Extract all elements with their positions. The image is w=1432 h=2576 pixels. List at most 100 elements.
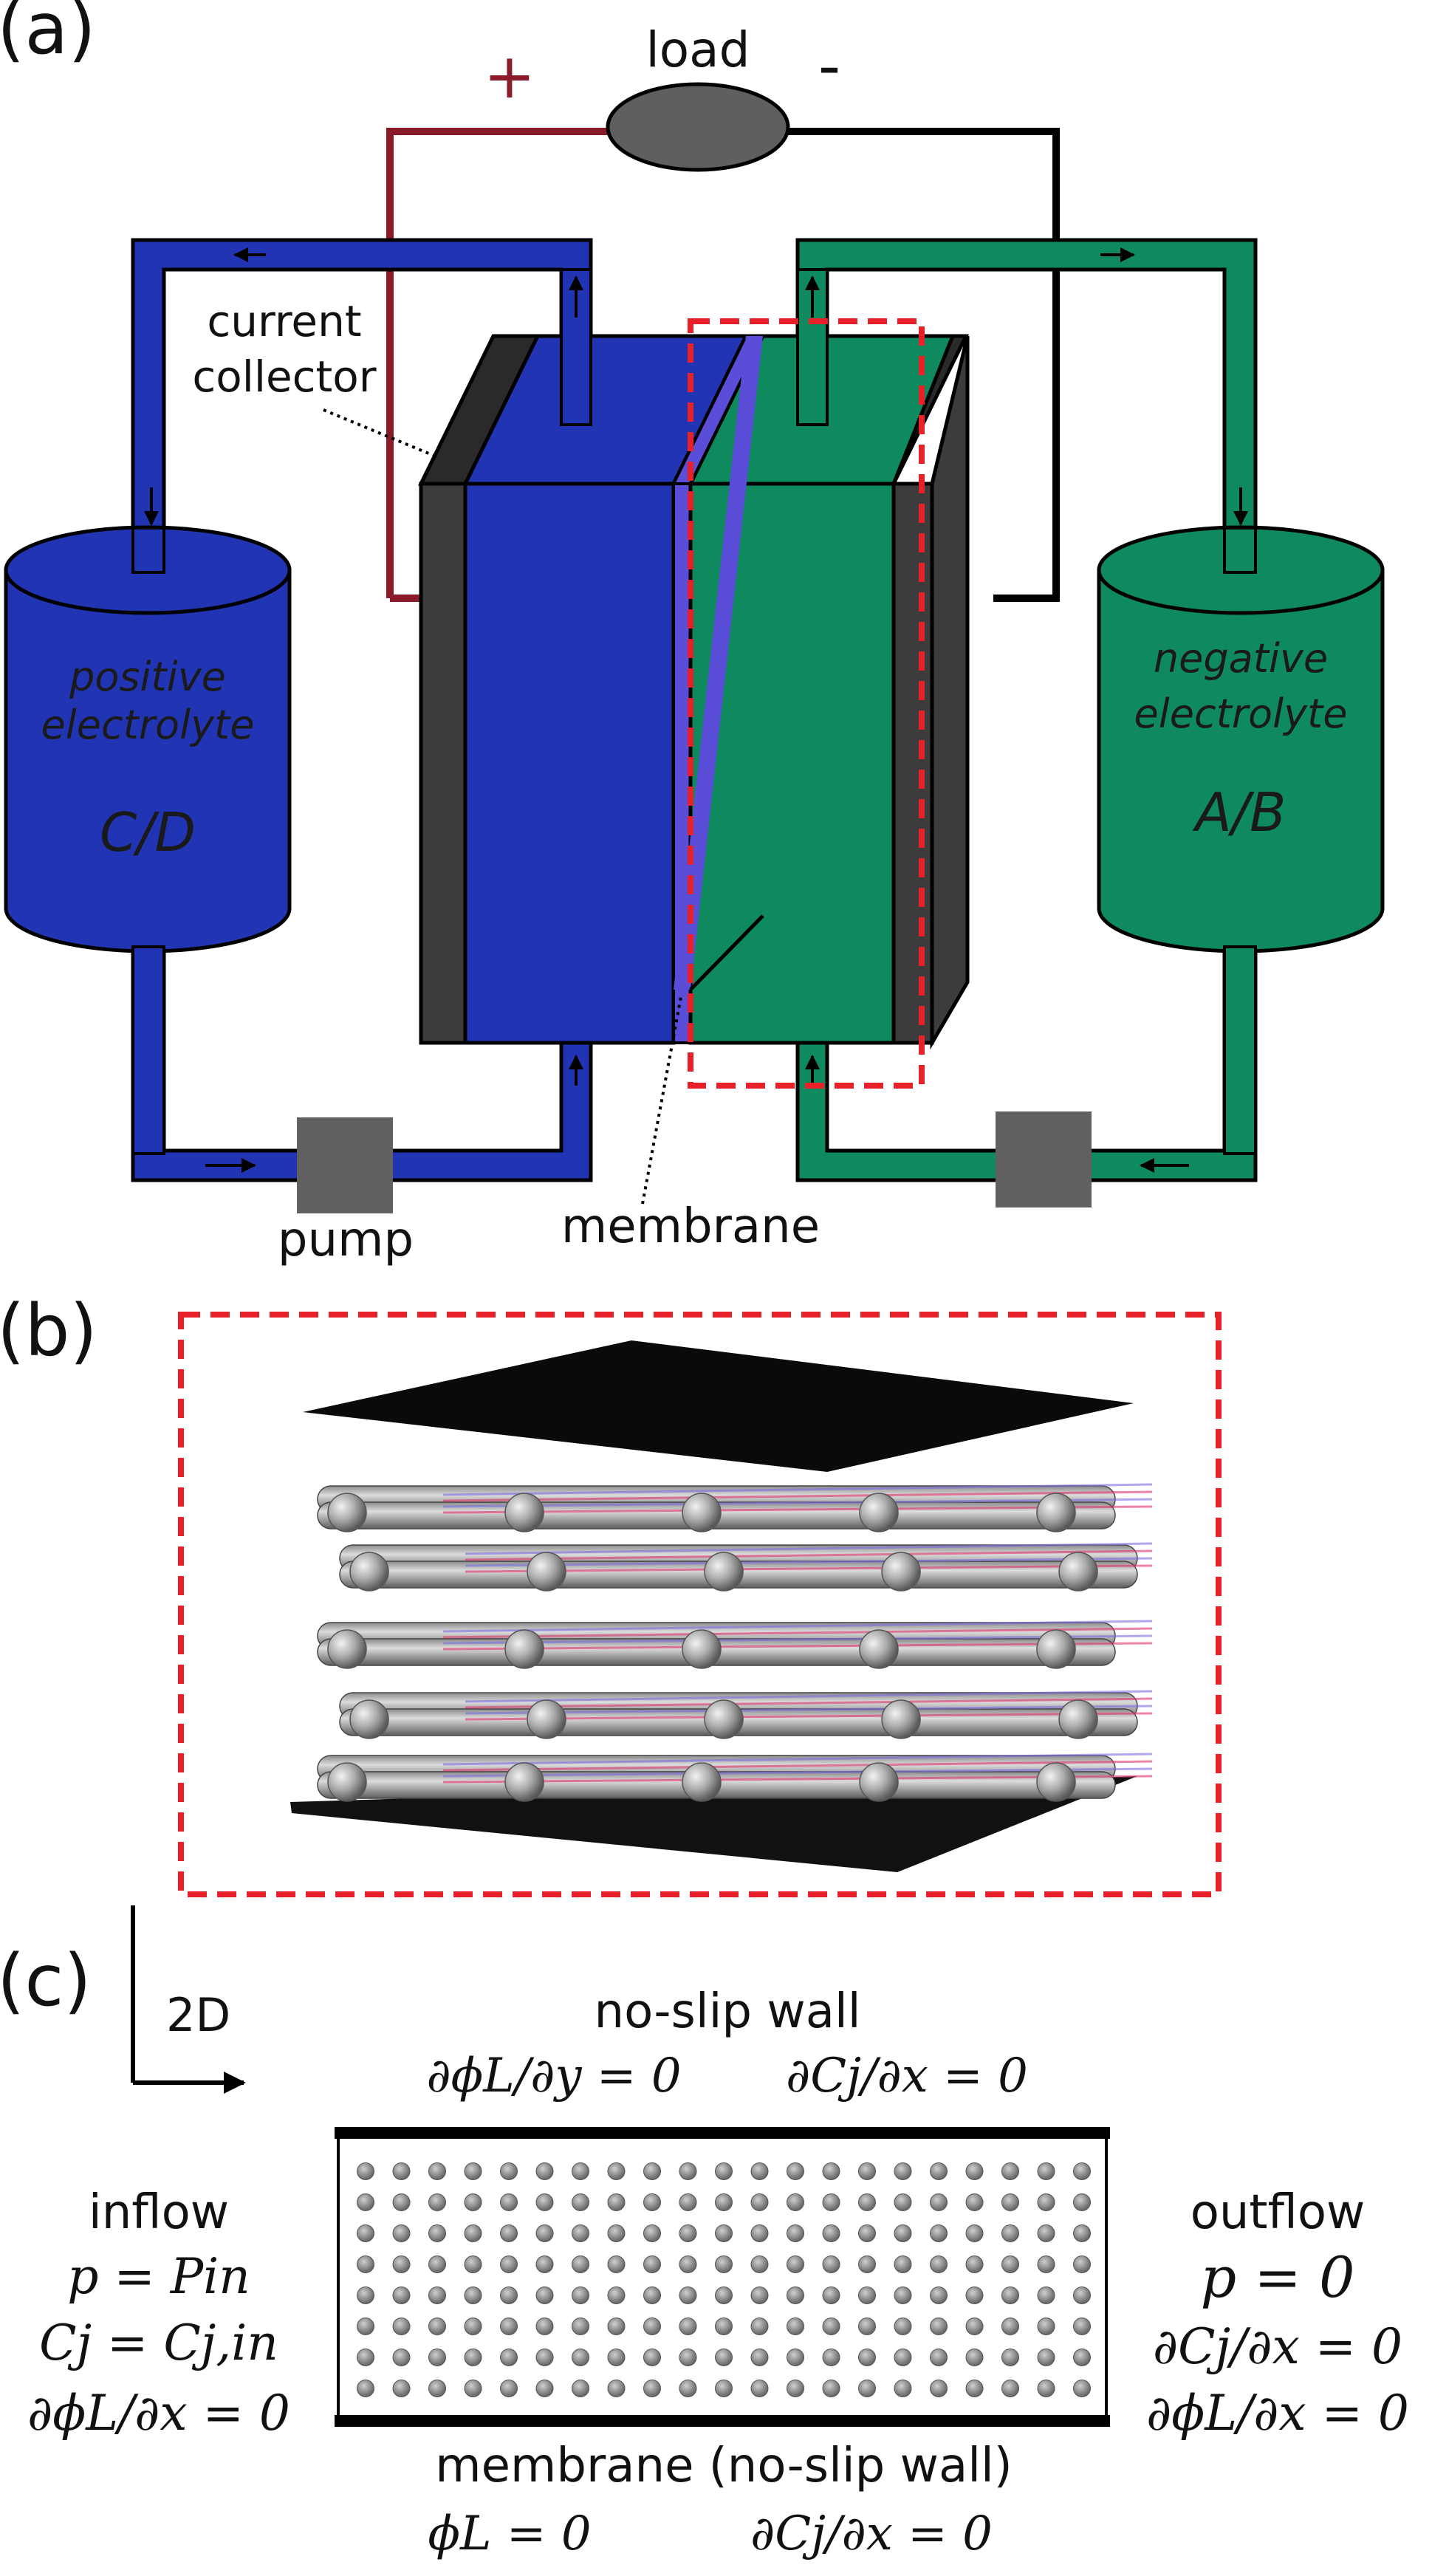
fiber-dot [930, 2318, 948, 2335]
fiber-dot [750, 2286, 769, 2304]
fiber-dot [1001, 2224, 1019, 2242]
fiber-end [1036, 1493, 1076, 1532]
fiber-dot [535, 2380, 554, 2397]
fiber-dot [930, 2193, 948, 2211]
fiber-dot [643, 2255, 661, 2273]
fiber-dot [464, 2380, 482, 2397]
highlight-box-a [688, 318, 925, 1089]
fiber-end [881, 1699, 921, 1739]
fiber-dot [750, 2255, 769, 2273]
fiber-dot [930, 2349, 948, 2366]
fiber-end [859, 1493, 899, 1532]
fiber-dot [428, 2193, 446, 2211]
fiber-dot [965, 2162, 984, 2180]
fiber-dot [464, 2193, 482, 2211]
minus-sign: - [818, 30, 840, 102]
fiber-dot [643, 2380, 661, 2397]
fiber-dot [357, 2318, 374, 2335]
top-bc-2: ∂Cj/∂x = 0 [786, 2049, 1028, 2103]
fiber-dot [572, 2193, 589, 2211]
fiber-dot [464, 2224, 482, 2242]
fiber-dot [930, 2380, 948, 2397]
fiber-dot [1073, 2318, 1091, 2335]
streamline [442, 1483, 1153, 1496]
streamline [442, 1634, 1153, 1645]
fiber-dot [858, 2224, 876, 2242]
fiber-dot [787, 2318, 804, 2335]
fiber-dot [1073, 2349, 1091, 2366]
fiber-dot [822, 2255, 840, 2273]
fiber-dot [572, 2162, 589, 2180]
fiber-dot [428, 2224, 446, 2242]
fiber-dot [1001, 2255, 1019, 2273]
fiber-end [704, 1699, 744, 1739]
streamline [442, 1775, 1153, 1784]
outflow-bc-1: p = 0 [1201, 2244, 1355, 2310]
carbon-fiber-layers [317, 1483, 1153, 1802]
fiber-dot [787, 2349, 804, 2366]
fiber-dot [894, 2255, 912, 2273]
fiber-end [1036, 1762, 1076, 1802]
left-current-collector [419, 482, 467, 1045]
fiber-dot [894, 2380, 912, 2397]
fiber-dot [787, 2380, 804, 2397]
bottom-bc-2: ∂Cj/∂x = 0 [750, 2507, 993, 2561]
fiber-grid [357, 2162, 1091, 2397]
streamline [465, 1564, 1153, 1573]
fiber-dot [965, 2193, 984, 2211]
fiber-end [682, 1493, 722, 1532]
fiber-dot [607, 2255, 626, 2273]
fiber-dot [894, 2162, 912, 2180]
streamline [465, 1690, 1153, 1703]
fiber-dot [965, 2380, 984, 2397]
fiber-dot [858, 2286, 876, 2304]
fiber-dot [643, 2162, 661, 2180]
outflow-bc-2: ∂Cj/∂x = 0 [1153, 2318, 1402, 2375]
current-collector-label-1: current [207, 296, 361, 346]
fiber-dot [607, 2349, 626, 2366]
fiber-dot [679, 2193, 697, 2211]
fiber-end [527, 1699, 566, 1739]
bottom-wall-label: membrane (no-slip wall) [435, 2439, 1012, 2493]
right-current-collector [891, 482, 934, 1045]
negative-electrolyte-tank: negative electrolyte A/B [1097, 525, 1385, 1155]
right-tank-line1: negative [1154, 635, 1328, 682]
fiber-dot [715, 2162, 733, 2180]
membrane-label: membrane [561, 1199, 820, 1254]
fiber-dot [822, 2286, 840, 2304]
fiber-dot [428, 2380, 446, 2397]
membrane-edge [689, 914, 764, 991]
left-pump [297, 1117, 393, 1213]
fiber-dot [357, 2193, 374, 2211]
positive-electrolyte-tank: positive electrolyte C/D [4, 525, 292, 1155]
fiber-dot [1001, 2318, 1019, 2335]
fiber-dot [822, 2349, 840, 2366]
fiber-dot [679, 2349, 697, 2366]
fiber-dot [643, 2224, 661, 2242]
fiber-end [682, 1629, 722, 1669]
streamline [442, 1620, 1153, 1633]
fiber-dot [1073, 2224, 1091, 2242]
fiber-dot [607, 2380, 626, 2397]
streamline [442, 1498, 1153, 1508]
fiber-dot [535, 2318, 554, 2335]
fiber-dot [357, 2255, 374, 2273]
fiber-dot [535, 2349, 554, 2366]
fiber-dot [500, 2255, 518, 2273]
fiber-dot [715, 2286, 733, 2304]
fiber-dot [1001, 2349, 1019, 2366]
fiber-end [349, 1552, 389, 1592]
panel-b: (b) [0, 1289, 1222, 1897]
fiber-dot [392, 2286, 411, 2304]
fiber-dot [572, 2349, 589, 2366]
outflow-label: outflow [1191, 2185, 1366, 2240]
inflow-bc-3: ∂ϕL/∂x = 0 [27, 2385, 290, 2442]
inflow-bc-1: p = Pin [67, 2248, 250, 2305]
fiber-dot [787, 2193, 804, 2211]
fiber-end [504, 1493, 544, 1532]
fiber-dot [822, 2224, 840, 2242]
fiber-dot [1037, 2286, 1055, 2304]
fiber-end [859, 1762, 899, 1802]
pump-label: pump [278, 1213, 414, 1267]
